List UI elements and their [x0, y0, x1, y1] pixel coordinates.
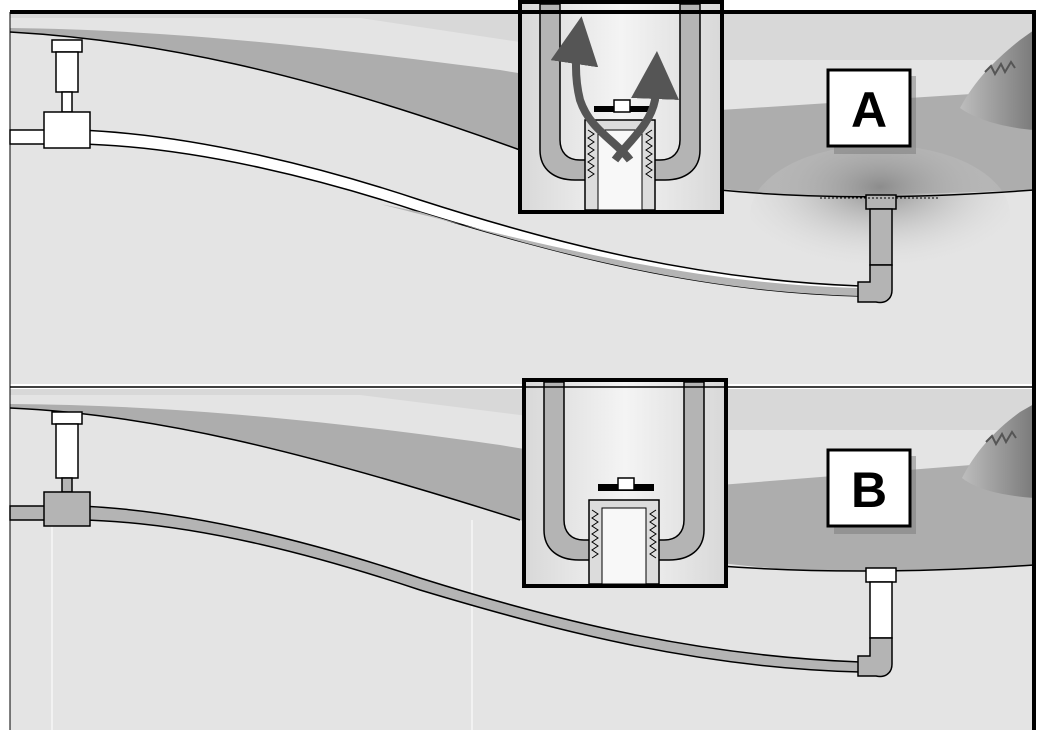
panel-b-label-box: B: [826, 448, 916, 534]
panel-a-rock: [960, 30, 1034, 130]
panel-a-ground-line: [9, 31, 521, 151]
panel-a-inset: [518, 0, 724, 214]
panel-a-left-sprinkler: [43, 39, 91, 149]
panel-b-rock: [962, 404, 1034, 498]
panel-a-flow-arrow-right: [611, 51, 680, 163]
outer-frame: [10, 10, 1036, 730]
panel-b-left-sprinkler: [43, 411, 91, 527]
panel-b-inset: [522, 378, 728, 588]
panel-a: A: [9, 0, 1035, 384]
panel-a-label-box: A: [826, 68, 916, 154]
panel-a-label: A: [851, 82, 887, 138]
panel-a-flow-arrow-left: [550, 16, 634, 163]
panel-a-right-riser: [857, 194, 897, 304]
panel-b: B: [9, 378, 1035, 730]
panel-b-right-riser: [857, 567, 897, 678]
panel-a-pipe-water: [380, 204, 874, 296]
panel-b-label: B: [851, 462, 887, 518]
